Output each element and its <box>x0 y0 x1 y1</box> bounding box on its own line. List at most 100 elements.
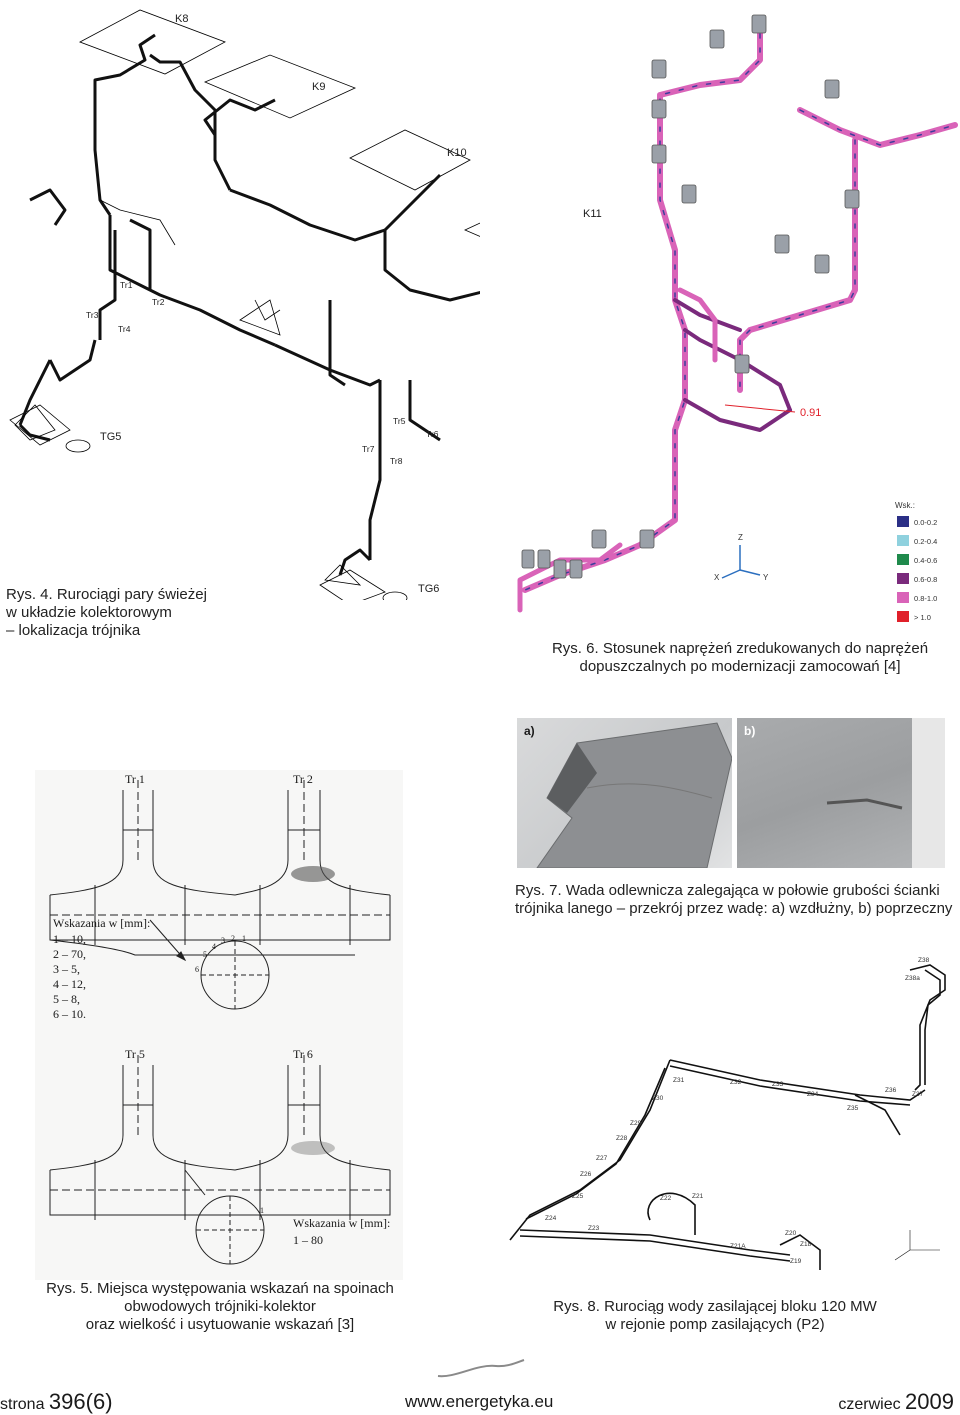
indication-6: 6 – 10. <box>53 1007 86 1021</box>
panel-b-label: b) <box>744 724 756 738</box>
legend-swatch <box>897 516 909 527</box>
fig7-caption: Rys. 7. Wada odlewnicza zalegająca w poł… <box>515 882 960 918</box>
page-number: 396(6) <box>48 1389 113 1414</box>
panel-a-label: a) <box>524 724 535 738</box>
axis-triad <box>721 545 761 579</box>
label-tr8: Tr8 <box>390 456 403 466</box>
fig8-caption: Rys. 8. Rurociąg wody zasilającej bloku … <box>535 1298 895 1334</box>
pipe-point-label: Z36 <box>885 1087 897 1094</box>
label-k10: K10 <box>447 147 467 159</box>
fig4-caption-line3: – lokalizacja trójnika <box>6 622 141 639</box>
legend-label: > 1.0 <box>914 613 931 622</box>
fig7-caption-line2: trójnika lanego – przekrój przez wadę: a… <box>515 900 953 917</box>
indication-3: 3 – 5, <box>53 962 80 976</box>
fig4-caption: Rys. 4. Rurociągi pary świeżej w układzi… <box>6 586 207 640</box>
label-tr1: Tr1 <box>120 280 133 290</box>
pipe-point-label: Z33 <box>772 1081 784 1088</box>
footer-logo <box>436 1356 526 1382</box>
legend-swatch <box>897 573 909 584</box>
tr1-label: Tr 1 <box>125 772 145 786</box>
pipe-point-label: Z28 <box>616 1135 628 1142</box>
pipe-point-label: Z27 <box>596 1155 608 1162</box>
legend-label: 0.0-0.2 <box>914 518 937 527</box>
pipe-point-label: Z22 <box>660 1195 672 1202</box>
circle-mark-1: 1 <box>242 934 246 943</box>
pipe-point-label: Z20 <box>785 1230 797 1237</box>
circle-mark-5: 5 <box>203 950 207 959</box>
pipe-point-label: Z21A <box>730 1243 746 1250</box>
footer-page: strona 396(6) <box>0 1389 113 1415</box>
fig5-caption-line3: oraz wielkość i usytuowanie wskazań [3] <box>85 1316 355 1333</box>
page-prefix: strona <box>0 1396 45 1413</box>
bottom-indication: 1 – 80 <box>293 1233 323 1247</box>
label-k11: K11 <box>583 208 602 220</box>
bottom-circle-mark: 1 <box>260 1206 264 1215</box>
indication-4: 4 – 12, <box>53 977 86 991</box>
fig6-caption: Rys. 6. Stosunek naprężeń zredukowanych … <box>520 640 960 676</box>
stress-annotation: 0.91 <box>800 407 821 419</box>
tr2-label: Tr 2 <box>293 772 313 786</box>
fig4-caption-line1: Rys. 4. Rurociągi pary świeżej <box>6 586 207 603</box>
fig7-photos: a) b) <box>517 718 945 869</box>
pipe-point-label: Z32 <box>730 1079 742 1086</box>
footer-year: 2009 <box>905 1389 954 1414</box>
fig4-pipeline-drawing: K8 K9 K10 TG5 TG6 Tr1 Tr2 Tr3 Tr4 Tr5 Tr… <box>9 9 480 600</box>
fig7-caption-line1: Rys. 7. Wada odlewnicza zalegająca w poł… <box>515 882 940 899</box>
pipe-point-label: Z35 <box>847 1105 859 1112</box>
legend-label: 0.4-0.6 <box>914 556 937 565</box>
indication-1: 1 – 10, <box>53 932 86 946</box>
tr5-label: Tr 5 <box>125 1047 145 1061</box>
legend-label: 0.2-0.4 <box>914 537 937 546</box>
pipe-point-label: Z34 <box>807 1091 819 1098</box>
circle-mark-3: 3 <box>221 936 225 945</box>
legend-swatch <box>897 554 909 565</box>
pipe-point-label: Z21 <box>692 1193 704 1200</box>
legend-swatch <box>897 592 909 603</box>
photo-b: b) <box>737 718 945 868</box>
legend-label: 0.8-1.0 <box>914 594 937 603</box>
fig5-caption-line2: obwodowych trójniki-kolektor <box>124 1298 316 1315</box>
label-tr4: Tr4 <box>118 324 131 334</box>
legend-swatch <box>897 611 909 622</box>
bottom-heading: Wskazania w [mm]: <box>293 1216 391 1230</box>
label-k8: K8 <box>175 13 188 25</box>
axis-x-label: X <box>714 573 720 582</box>
top-heading: Wskazania w [mm]: <box>53 916 151 930</box>
pipe-point-label: Z30 <box>652 1095 664 1102</box>
pipe-point-label: Z25 <box>572 1193 584 1200</box>
label-tr3: Tr3 <box>86 310 99 320</box>
stress-legend: Wsk.: 0.0-0.2 0.2-0.4 0.4-0.6 0.6-0.8 0.8-1.… <box>895 501 937 622</box>
footer-url[interactable]: www.energetyka.eu <box>405 1392 554 1411</box>
fig8-caption-line1: Rys. 8. Rurociąg wody zasilającej bloku … <box>553 1298 877 1315</box>
logo-icon <box>437 1359 525 1378</box>
pipe-point-label: Z23 <box>588 1225 600 1232</box>
label-k9: K9 <box>312 81 325 93</box>
pipe-point-label: Z38a <box>905 975 920 982</box>
axis-y-label: Y <box>763 573 769 582</box>
legend-label: 0.6-0.8 <box>914 575 937 584</box>
fig5-drawing: Tr 1 Tr 2 Wskazania w [mm]: 1 – 10, 2 – … <box>35 770 403 1280</box>
k10-box <box>349 129 471 191</box>
axis-z-label: Z <box>738 533 743 542</box>
pipe-point-label: Z29 <box>630 1120 642 1127</box>
label-tr7: Tr7 <box>362 444 375 454</box>
fig6-caption-line2: dopuszczalnych po modernizacji zamocowań… <box>579 658 901 675</box>
fig4-caption-line2: w układzie kolektorowym <box>6 604 172 621</box>
legend-title: Wsk.: <box>895 501 915 510</box>
label-tr6: Tr6 <box>426 429 439 439</box>
fig5-caption-line1: Rys. 5. Miejsca występowania wskazań na … <box>46 1280 394 1297</box>
fig5-caption: Rys. 5. Miejsca występowania wskazań na … <box>30 1280 410 1334</box>
circle-mark-2: 2 <box>231 934 235 943</box>
k8-box <box>79 9 226 75</box>
label-tg5: TG5 <box>100 431 121 443</box>
circle-mark-4: 4 <box>212 942 216 951</box>
k9-box <box>203 54 357 119</box>
circle-mark-6: 6 <box>195 965 199 974</box>
label-tr2: Tr2 <box>152 297 165 307</box>
tr6-label: Tr 6 <box>293 1047 313 1061</box>
photo-a: a) <box>517 718 733 869</box>
pipe-point-label: Z19 <box>790 1258 802 1265</box>
fig8-caption-line2: w rejonie pomp zasilających (P2) <box>605 1316 825 1333</box>
label-tr5: Tr5 <box>393 416 406 426</box>
